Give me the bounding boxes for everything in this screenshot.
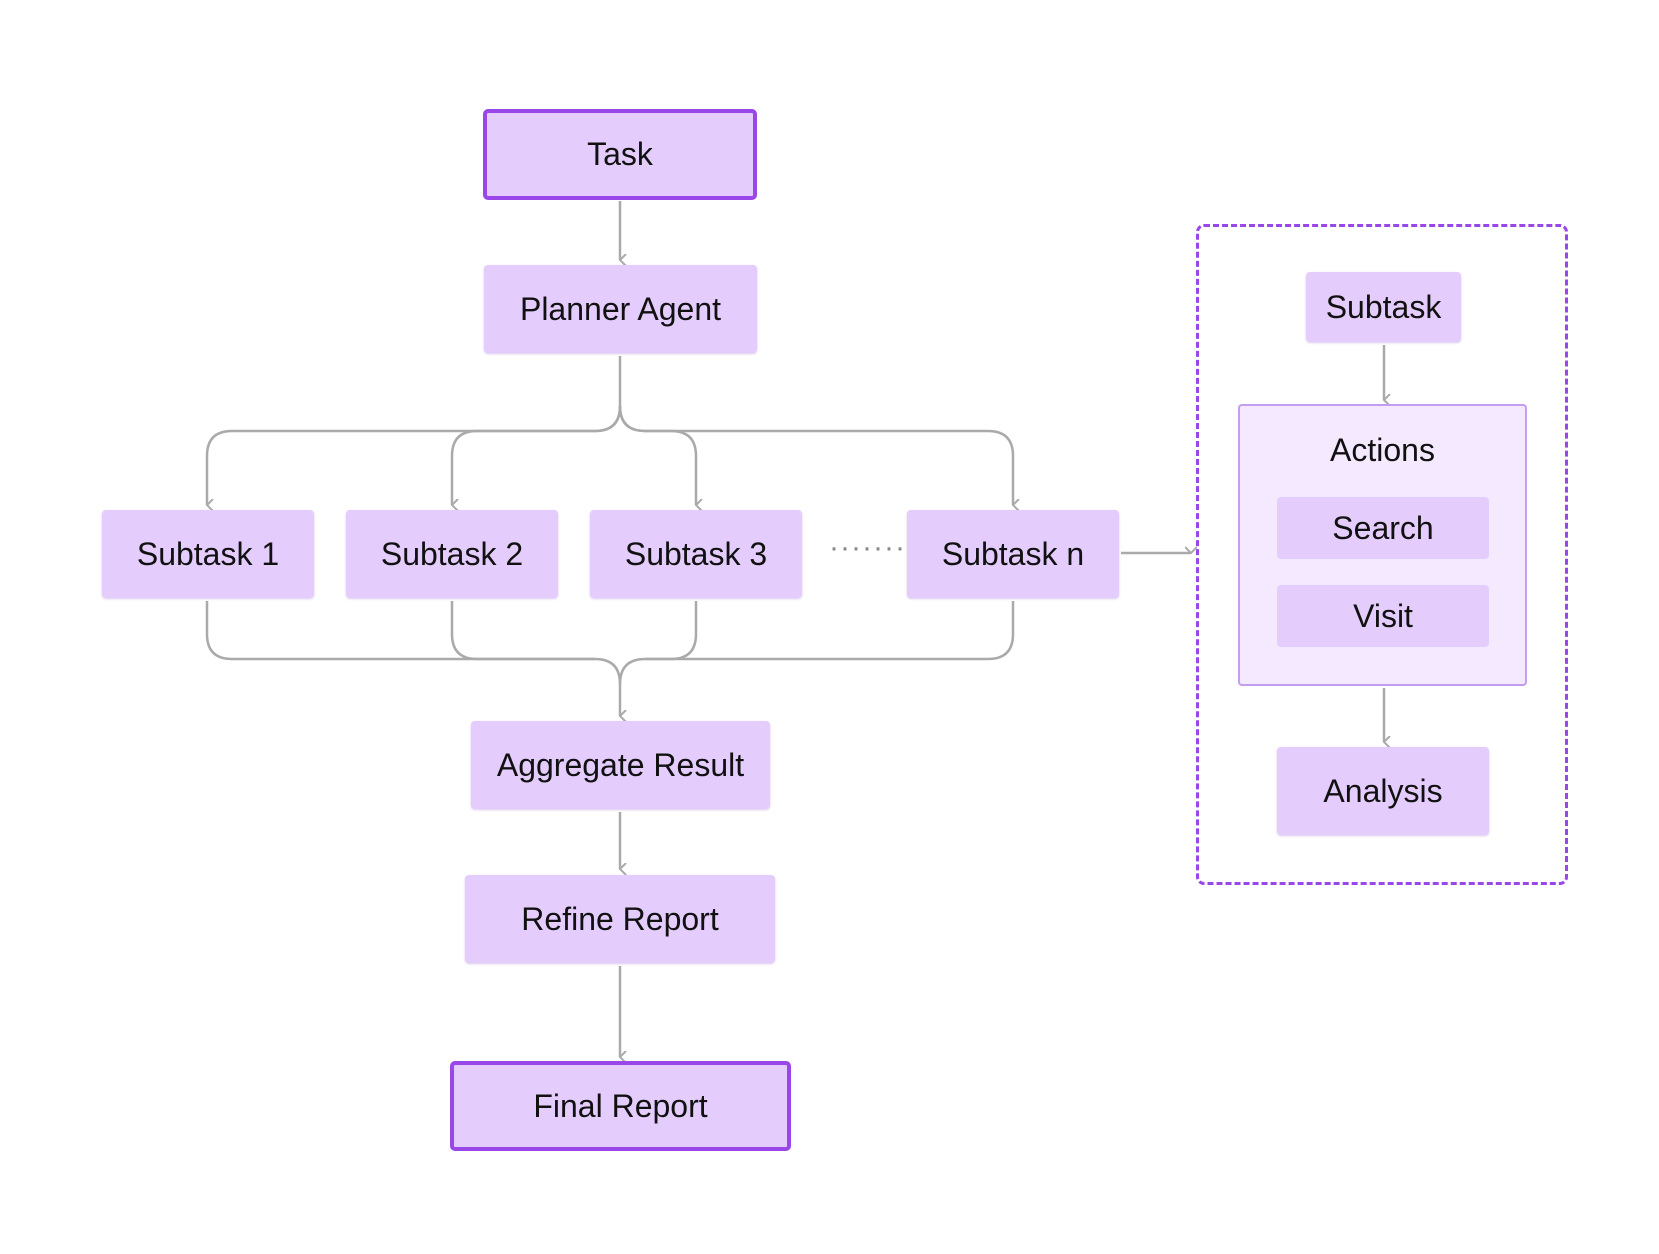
panel-subtask-label: Subtask xyxy=(1325,288,1442,325)
search-action-node: Search xyxy=(1277,497,1489,559)
final-report-node: Final Report xyxy=(450,1061,791,1151)
panel-subtask-node: Subtask xyxy=(1306,272,1461,342)
visit-action-label: Visit xyxy=(1353,597,1413,634)
subtask-2-label: Subtask 2 xyxy=(380,535,524,572)
fanin-subtask-2 xyxy=(450,601,595,661)
task-node: Task xyxy=(483,109,757,200)
subtask-n-node: Subtask n xyxy=(907,510,1119,598)
subtask-2-node: Subtask 2 xyxy=(346,510,558,598)
fanin-subtask-n xyxy=(645,601,1015,661)
ellipsis: ······· xyxy=(829,531,906,564)
fanout-subtask-3 xyxy=(618,405,696,505)
refine-report-node: Refine Report xyxy=(465,875,775,963)
final-report-label: Final Report xyxy=(533,1087,708,1124)
planner-agent-label: Planner Agent xyxy=(519,290,722,327)
planner-agent-node: Planner Agent xyxy=(484,265,757,353)
subtask-n-label: Subtask n xyxy=(941,535,1085,572)
aggregate-result-node: Aggregate Result xyxy=(471,721,770,809)
actions-title: Actions xyxy=(1330,432,1435,468)
analysis-node: Analysis xyxy=(1277,747,1489,835)
aggregate-result-label: Aggregate Result xyxy=(496,746,745,783)
subtask-3-label: Subtask 3 xyxy=(624,535,768,572)
fanin-subtask-1 xyxy=(205,601,620,716)
subtask-1-label: Subtask 1 xyxy=(136,535,280,572)
search-action-label: Search xyxy=(1332,509,1434,546)
fanout-subtask-n xyxy=(618,405,1013,505)
analysis-label: Analysis xyxy=(1323,772,1443,809)
refine-report-label: Refine Report xyxy=(521,900,719,937)
task-label: Task xyxy=(587,136,653,172)
subtask-3-node: Subtask 3 xyxy=(590,510,802,598)
fanin-subtask-3 xyxy=(618,601,698,685)
visit-action-node: Visit xyxy=(1277,585,1489,647)
subtask-detail-panel xyxy=(1196,224,1568,885)
subtask-1-node: Subtask 1 xyxy=(102,510,314,598)
fanout-subtask-2 xyxy=(450,405,622,505)
